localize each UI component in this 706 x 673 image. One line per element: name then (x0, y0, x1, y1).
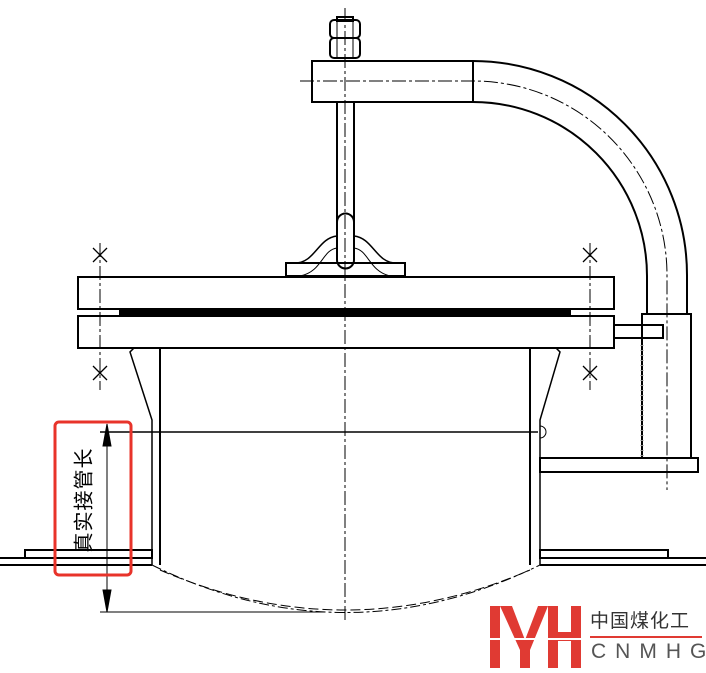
base-support (539, 457, 699, 473)
shell-plate (0, 549, 706, 613)
lower-flange (77, 315, 615, 349)
side-bracket (613, 324, 664, 339)
nozzle-neck (100, 347, 561, 565)
bolt-marks (92, 247, 598, 381)
dimension-line (100, 423, 325, 613)
pipe-length-text: 真实接管长 (71, 447, 96, 553)
logo-divider (590, 636, 702, 638)
support-rod (336, 102, 355, 270)
upper-flange (77, 276, 615, 310)
logo-chinese-text: 中国煤化工 (590, 610, 691, 632)
logo-english-text: CNMHG (591, 640, 706, 663)
logo-mark (490, 606, 581, 668)
annotation-highlight-box (53, 420, 133, 577)
centerlines (99, 8, 591, 622)
curved-support-arm (300, 60, 688, 490)
pipe-length-label: 真实接管长 (62, 440, 102, 560)
